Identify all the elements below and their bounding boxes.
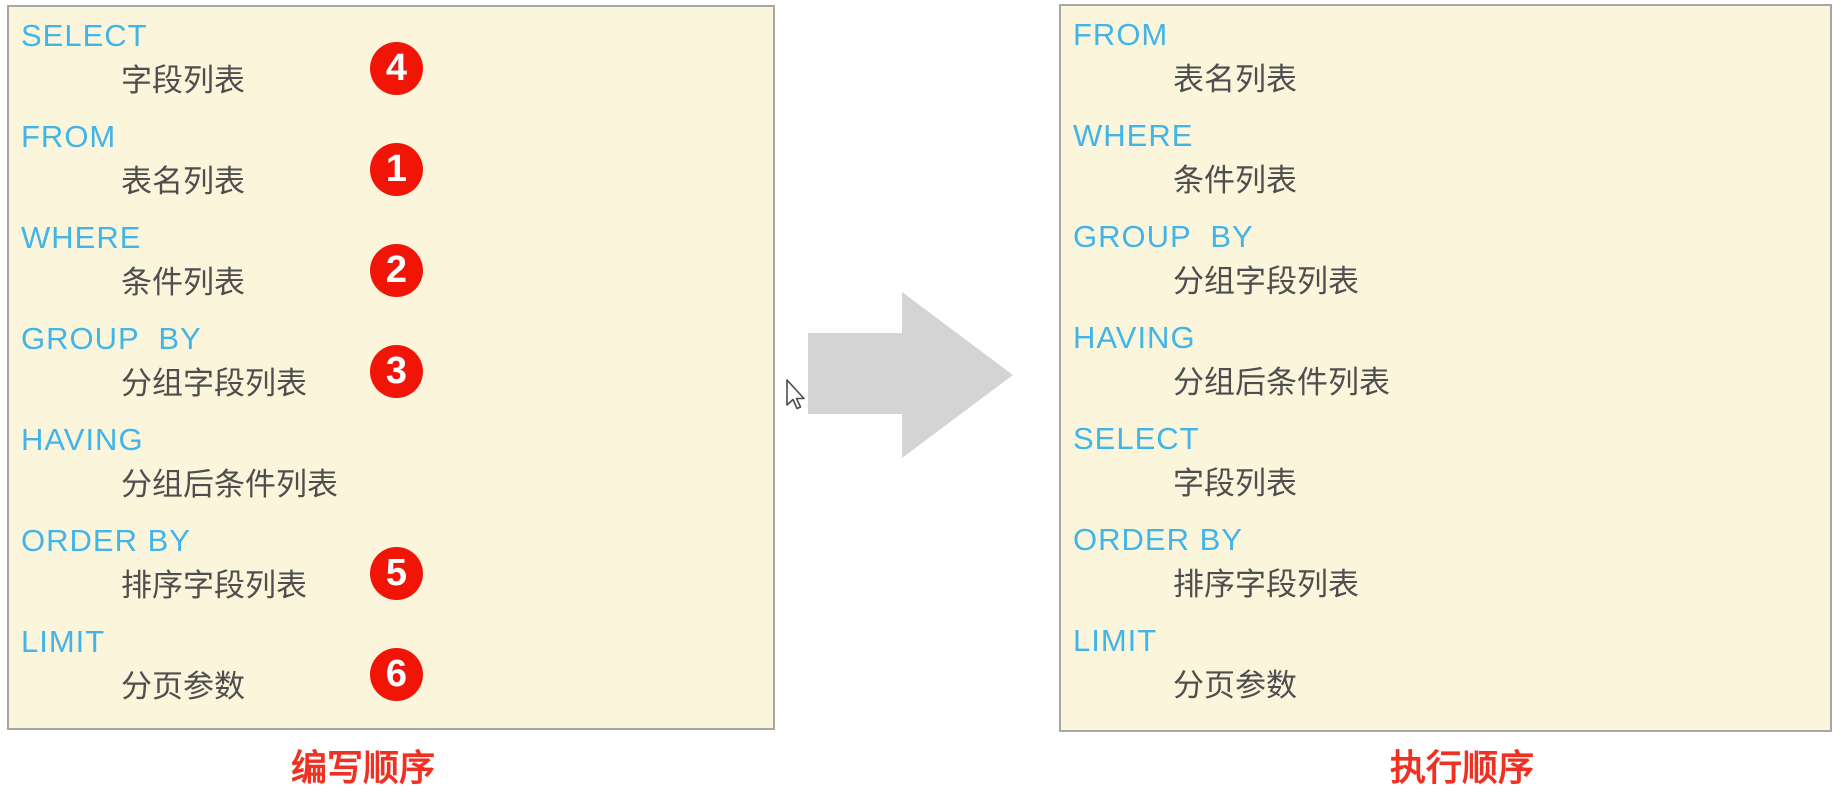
clause-operand: 分组字段列表 xyxy=(121,366,307,401)
sql-keyword: SELECT xyxy=(1073,421,1200,456)
clause-operand: 分组后条件列表 xyxy=(121,467,338,502)
clause-operand: 表名列表 xyxy=(121,164,245,199)
clause-row: ORDER BY 排序字段列表 5 xyxy=(9,520,773,621)
writing-order-caption: 编写顺序 xyxy=(290,747,435,788)
order-number-badge: 5 xyxy=(370,547,423,600)
order-number-badge: 4 xyxy=(370,42,423,95)
clause-row: FROM 表名列表 xyxy=(1061,14,1830,115)
mouse-cursor-icon xyxy=(786,379,805,410)
sql-keyword: WHERE xyxy=(21,220,142,255)
clause-row: FROM 表名列表 1 xyxy=(9,116,773,217)
sql-keyword: FROM xyxy=(1073,17,1169,52)
clause-operand: 分页参数 xyxy=(1173,668,1297,703)
clause-operand: 分组后条件列表 xyxy=(1173,365,1390,400)
writing-order-list: SELECT 字段列表 4 FROM 表名列表 1 WHERE 条件列表 2 xyxy=(9,7,773,722)
sql-keyword: ORDER BY xyxy=(1073,522,1243,557)
sql-keyword: SELECT xyxy=(21,18,148,53)
clause-row: HAVING 分组后条件列表 xyxy=(9,419,773,520)
clause-row: ORDER BY 排序字段列表 xyxy=(1061,519,1830,620)
clause-row: SELECT 字段列表 xyxy=(1061,418,1830,519)
clause-operand: 表名列表 xyxy=(1173,62,1297,97)
order-number-badge: 2 xyxy=(370,244,423,297)
sql-keyword: FROM xyxy=(21,119,117,154)
order-number-badge: 1 xyxy=(370,143,423,196)
clause-row: SELECT 字段列表 4 xyxy=(9,15,773,116)
sql-keyword: LIMIT xyxy=(1073,623,1158,658)
execution-order-list: FROM 表名列表 WHERE 条件列表 GROUP BY 分组字段列表 xyxy=(1061,6,1830,721)
sql-keyword: GROUP BY xyxy=(1073,219,1254,254)
right-arrow-icon xyxy=(808,292,1013,458)
sql-keyword: WHERE xyxy=(1073,118,1194,153)
clause-operand: 条件列表 xyxy=(1173,163,1297,198)
clause-operand: 排序字段列表 xyxy=(1173,567,1359,602)
clause-row: HAVING 分组后条件列表 xyxy=(1061,317,1830,418)
clause-row: WHERE 条件列表 2 xyxy=(9,217,773,318)
sql-keyword: LIMIT xyxy=(21,624,106,659)
sql-keyword: HAVING xyxy=(21,422,144,457)
writing-order-panel: SELECT 字段列表 4 FROM 表名列表 1 WHERE 条件列表 2 xyxy=(7,5,775,730)
clause-operand: 分页参数 xyxy=(121,669,245,704)
clause-operand: 字段列表 xyxy=(1173,466,1297,501)
clause-operand: 分组字段列表 xyxy=(1173,264,1359,299)
sql-keyword: GROUP BY xyxy=(21,321,202,356)
order-number-badge: 3 xyxy=(370,345,423,398)
clause-row: LIMIT 分页参数 xyxy=(1061,620,1830,721)
execution-order-caption: 执行顺序 xyxy=(1389,747,1534,788)
execution-order-panel: FROM 表名列表 WHERE 条件列表 GROUP BY 分组字段列表 xyxy=(1059,4,1832,732)
clause-operand: 排序字段列表 xyxy=(121,568,307,603)
clause-row: LIMIT 分页参数 6 xyxy=(9,621,773,722)
clause-row: GROUP BY 分组字段列表 3 xyxy=(9,318,773,419)
sql-keyword: ORDER BY xyxy=(21,523,191,558)
order-number-badge: 6 xyxy=(370,648,423,701)
clause-row: WHERE 条件列表 xyxy=(1061,115,1830,216)
clause-operand: 条件列表 xyxy=(121,265,245,300)
sql-keyword: HAVING xyxy=(1073,320,1196,355)
clause-row: GROUP BY 分组字段列表 xyxy=(1061,216,1830,317)
clause-operand: 字段列表 xyxy=(121,63,245,98)
